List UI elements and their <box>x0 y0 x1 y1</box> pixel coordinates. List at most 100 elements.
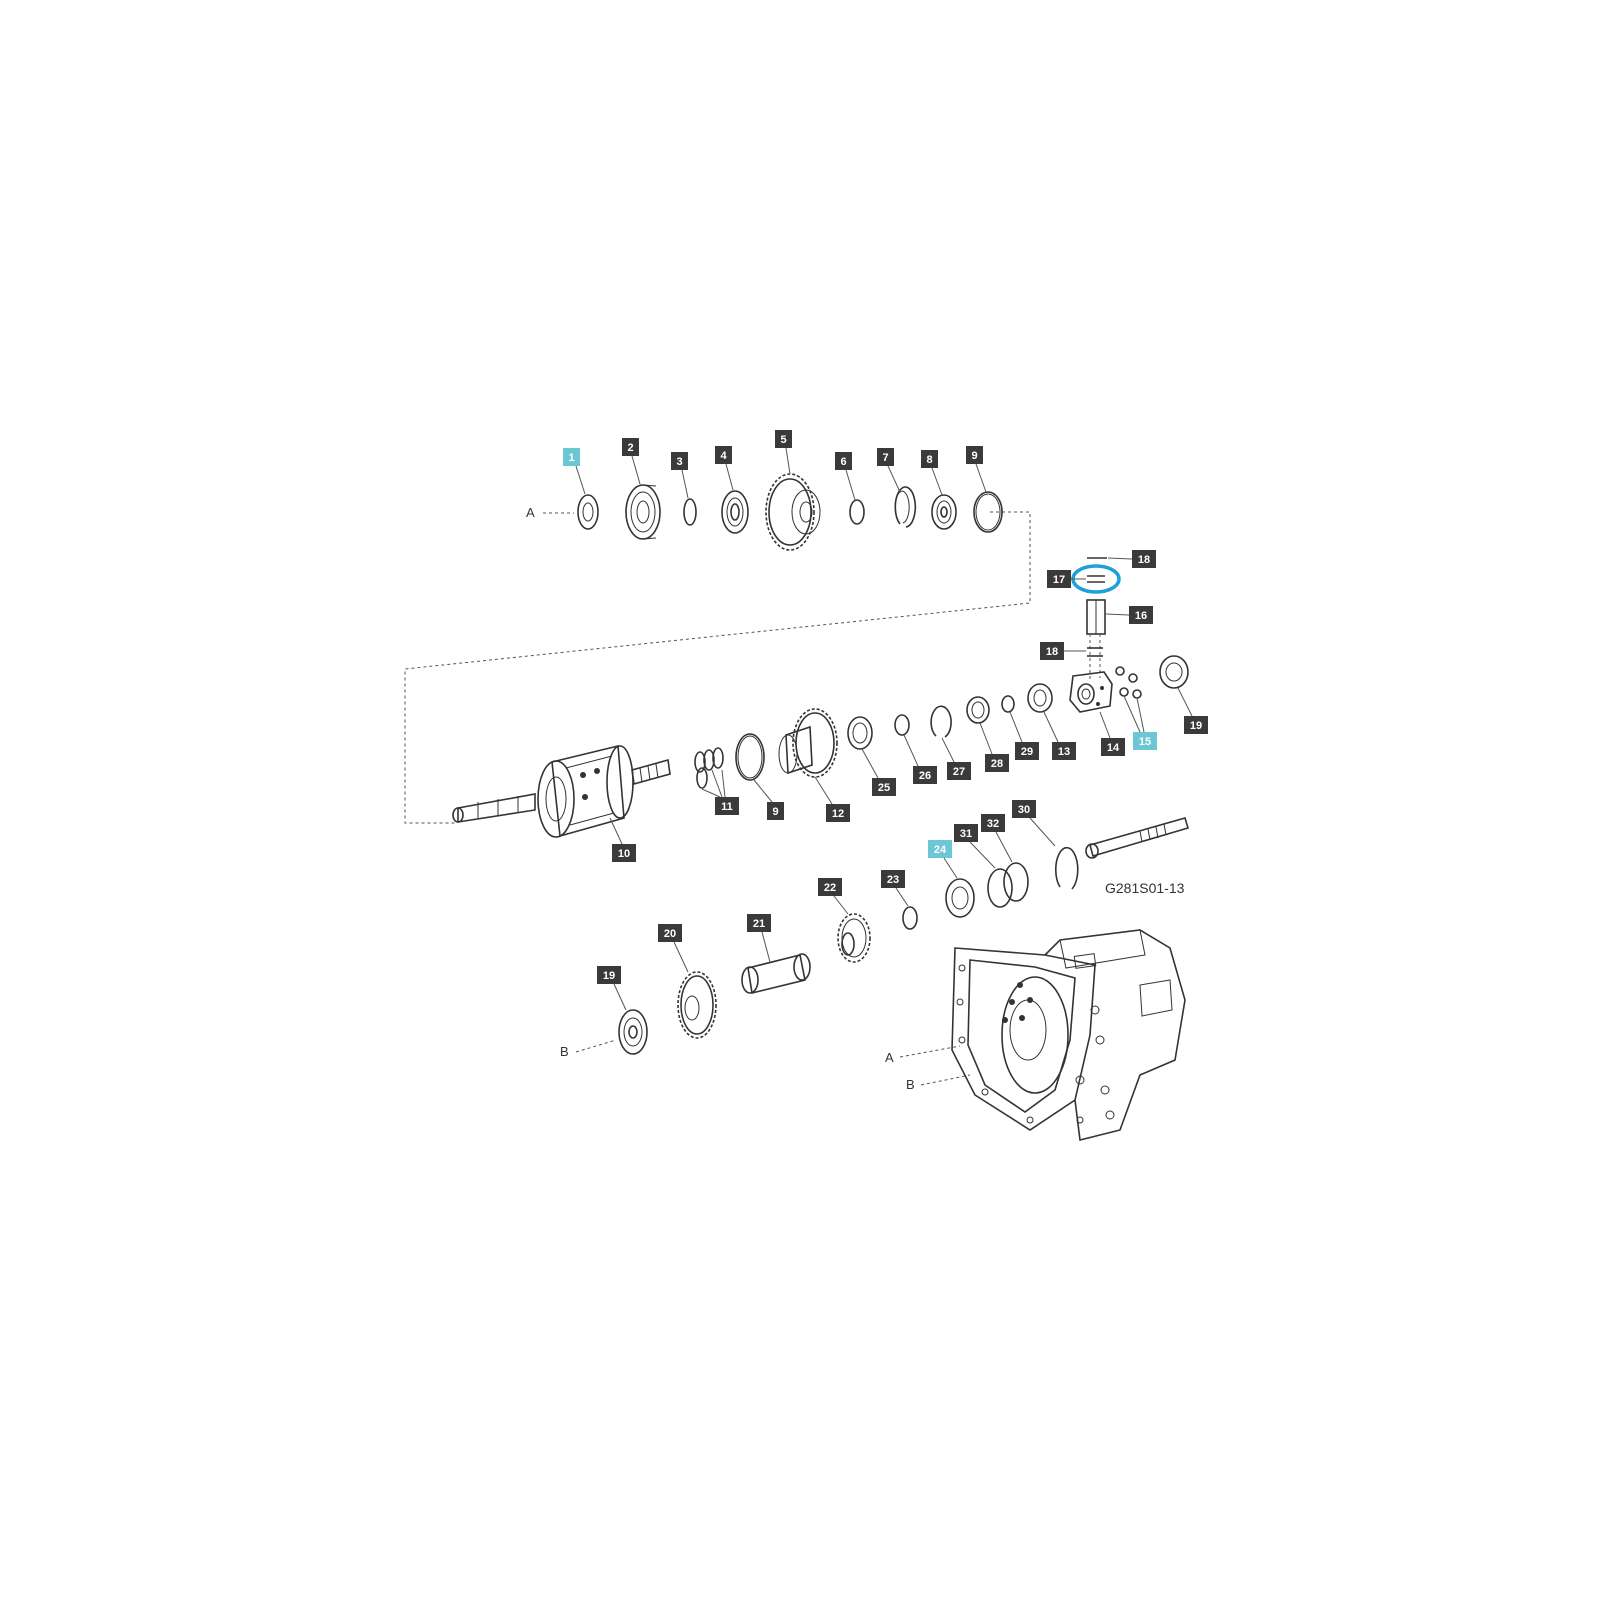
svg-text:2: 2 <box>627 442 633 454</box>
part-8-bearing <box>931 494 957 530</box>
shaft-connector-line <box>404 511 1031 824</box>
svg-text:29: 29 <box>1021 746 1033 758</box>
part-21-gear <box>677 971 717 1039</box>
svg-text:24: 24 <box>934 844 947 856</box>
part-32-o-ring <box>987 868 1013 908</box>
part-18-bottom-clips <box>1087 647 1103 657</box>
tag-25: 24 <box>928 840 952 858</box>
part-16-pin <box>1086 599 1106 680</box>
ref-letter-a-top: A <box>526 505 535 520</box>
svg-text:31: 31 <box>960 828 972 840</box>
tag-33: 32 <box>981 814 1005 832</box>
svg-text:9: 9 <box>772 806 778 818</box>
part-30-snap-ring <box>1001 695 1015 713</box>
svg-text:19: 19 <box>603 970 615 982</box>
svg-text:13: 13 <box>1058 746 1070 758</box>
part-11-springs <box>694 747 726 798</box>
svg-text:15: 15 <box>1139 736 1151 748</box>
svg-text:19: 19 <box>1190 720 1202 732</box>
svg-text:12: 12 <box>832 808 844 820</box>
svg-text:3: 3 <box>676 456 682 468</box>
svg-text:14: 14 <box>1107 742 1120 754</box>
svg-text:27: 27 <box>953 766 965 778</box>
ref-b-bottom-leader <box>575 1039 617 1053</box>
tag-9-middle: 9 <box>767 802 784 820</box>
svg-text:30: 30 <box>1018 804 1030 816</box>
part-1-washer <box>577 494 599 530</box>
tag-18-top: 18 <box>1132 550 1156 568</box>
tag-7: 7 <box>877 448 894 466</box>
svg-text:4: 4 <box>720 450 727 462</box>
part-23-gear <box>837 913 871 963</box>
part-5-gear <box>765 473 821 551</box>
svg-text:28: 28 <box>991 758 1003 770</box>
tag-11: 11 <box>715 797 739 815</box>
tag-10: 10 <box>612 844 636 862</box>
svg-text:32: 32 <box>987 818 999 830</box>
part-3-snap-ring <box>683 498 697 526</box>
tag-18-bottom: 18 <box>1040 642 1064 660</box>
svg-text:26: 26 <box>919 770 931 782</box>
part-31-circlip <box>1054 846 1079 890</box>
tag-19: 19 <box>1184 716 1208 734</box>
part-28-circlip <box>930 705 952 738</box>
svg-text:22: 22 <box>824 882 836 894</box>
tag-30: 29 <box>1015 742 1039 760</box>
tag-31: 30 <box>1012 800 1036 818</box>
part-4-bearing <box>721 490 749 534</box>
tag-5: 5 <box>775 430 792 448</box>
tag-27: 26 <box>913 766 937 784</box>
tag-26: 25 <box>872 778 896 796</box>
svg-text:18: 18 <box>1046 646 1058 658</box>
svg-text:9: 9 <box>971 450 977 462</box>
tag-21: 20 <box>658 924 682 942</box>
part-13-bearing <box>1027 683 1053 713</box>
part-9-o-ring-middle <box>735 733 765 781</box>
part-27-snap-ring <box>894 714 910 736</box>
svg-text:21: 21 <box>753 918 765 930</box>
part-12-gear <box>778 708 838 778</box>
part-7-circlip <box>894 486 917 528</box>
part-20-bearing <box>618 1009 648 1055</box>
part-29-bearing <box>966 696 990 724</box>
part-24-snap-ring <box>902 906 918 930</box>
tag-1: 1 <box>563 448 580 466</box>
tag-12: 12 <box>826 804 850 822</box>
ref-letter-b-housing: B <box>906 1077 915 1092</box>
tag-4: 4 <box>715 446 732 464</box>
svg-text:6: 6 <box>840 456 846 468</box>
tag-17: 17 <box>1047 570 1071 588</box>
part-9-o-ring-top <box>973 491 1003 533</box>
svg-text:18: 18 <box>1138 554 1150 566</box>
part-2-bearing <box>625 484 661 540</box>
part-17-o-rings <box>1087 575 1105 583</box>
part-19-seal <box>1159 655 1189 689</box>
part-6-snap-ring <box>849 499 865 525</box>
part-25-bearing <box>945 878 975 918</box>
part-15-plugs <box>1115 666 1145 733</box>
tag-20: 19 <box>597 966 621 984</box>
svg-text:1: 1 <box>568 452 574 464</box>
tag-13: 13 <box>1052 742 1076 760</box>
svg-text:23: 23 <box>887 874 899 886</box>
part-10-clutch-shaft-assembly <box>452 745 671 838</box>
svg-text:10: 10 <box>618 848 630 860</box>
tag-2: 2 <box>622 438 639 456</box>
tag-24: 23 <box>881 870 905 888</box>
tag-29: 28 <box>985 754 1009 772</box>
svg-text:16: 16 <box>1135 610 1147 622</box>
ref-letter-b-bottom: B <box>560 1044 569 1059</box>
svg-text:20: 20 <box>664 928 676 940</box>
part-26-bearing <box>847 716 873 750</box>
tag-9-top: 9 <box>966 446 983 464</box>
tag-28: 27 <box>947 762 971 780</box>
tag-3: 3 <box>671 452 688 470</box>
part-31-shaft <box>1085 817 1189 859</box>
tag-16: 16 <box>1129 606 1153 624</box>
svg-text:8: 8 <box>926 454 932 466</box>
part-22-sleeve <box>741 953 811 994</box>
tag-15: 15 <box>1133 732 1157 750</box>
part-33-o-ring <box>1003 862 1029 902</box>
svg-text:11: 11 <box>721 801 733 813</box>
